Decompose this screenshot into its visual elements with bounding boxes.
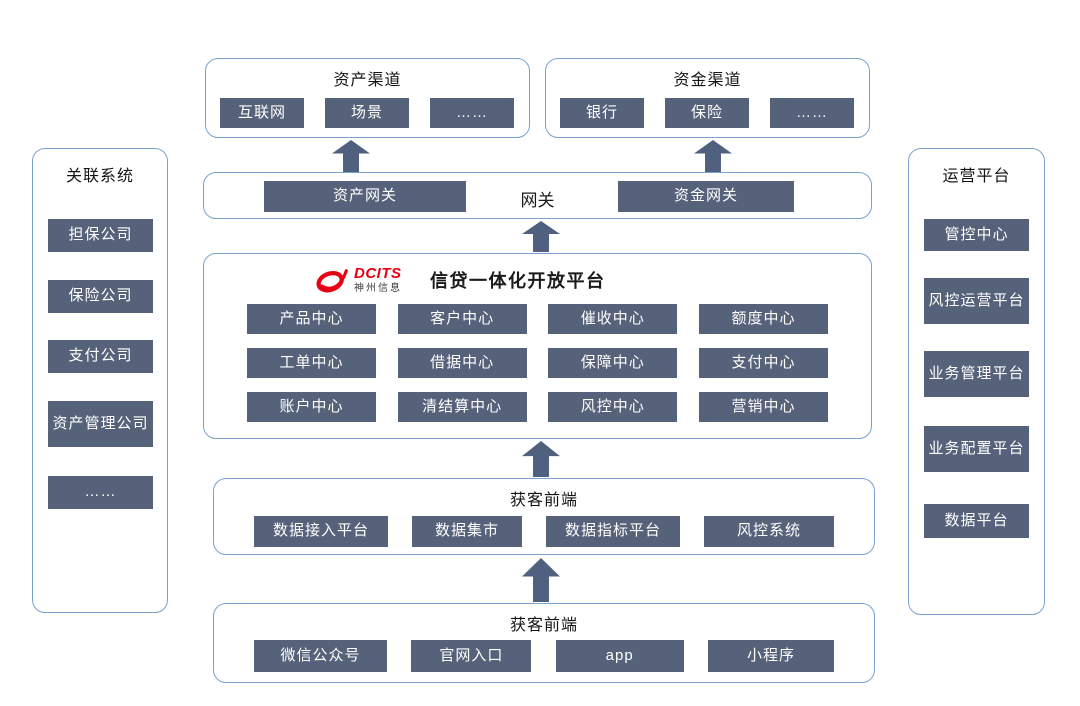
- dcits-logo: DCITS 神州信息: [314, 263, 402, 297]
- node-payment-center: 支付中心: [698, 348, 828, 378]
- node-asset-management-company: 资产管理公司: [48, 401, 153, 447]
- node-bank: 银行: [560, 98, 644, 128]
- node-business-management-platform: 业务管理平台: [924, 351, 1029, 397]
- node-capital-gateway: 资金网关: [618, 181, 794, 212]
- node-workorder-center: 工单中心: [247, 348, 376, 378]
- arrow-to-platform-icon: [522, 441, 560, 477]
- node-product-center: 产品中心: [247, 304, 376, 334]
- node-risk-operation-platform: 风控运营平台: [924, 278, 1029, 324]
- dcits-brand: DCITS: [354, 265, 402, 283]
- platform-centers-grid: 产品中心 客户中心 催收中心 额度中心 工单中心 借据中心 保障中心 支付中心 …: [247, 304, 828, 422]
- node-account-center: 账户中心: [247, 392, 376, 422]
- panel-asset-channel: 资产渠道 互联网 场景 ……: [205, 58, 530, 138]
- data-frontend-title: 获客前端: [509, 492, 578, 509]
- panel-credit-platform: DCITS 神州信息 信贷一体化开放平台 产品中心 客户中心 催收中心 额度中心…: [203, 253, 872, 439]
- node-ellipsis-left: ……: [48, 476, 153, 509]
- arrow-to-capital-channel-icon: [694, 140, 732, 172]
- node-scene: 场景: [325, 98, 409, 128]
- node-website-entry: 官网入口: [411, 640, 532, 672]
- node-ellipsis-asset: ……: [430, 98, 514, 128]
- arrow-to-asset-channel-icon: [332, 140, 370, 172]
- platform-header: DCITS 神州信息 信贷一体化开放平台: [314, 263, 606, 297]
- panel-operation-platform: 运营平台 管控中心 风控运营平台 业务管理平台 业务配置平台 数据平台: [908, 148, 1045, 615]
- acquisition-frontend-row: 微信公众号 官网入口 app 小程序: [214, 640, 874, 672]
- platform-title: 信贷一体化开放平台: [430, 271, 606, 291]
- node-data-access-platform: 数据接入平台: [254, 516, 388, 547]
- panel-gateway: 资产网关 网关 资金网关: [203, 172, 872, 219]
- operation-platform-title: 运营平台: [942, 168, 1011, 185]
- node-wechat-official-account: 微信公众号: [254, 640, 387, 672]
- node-customer-center: 客户中心: [397, 304, 527, 334]
- node-quota-center: 额度中心: [698, 304, 828, 334]
- node-internet: 互联网: [220, 98, 304, 128]
- node-data-mart: 数据集市: [412, 516, 522, 547]
- node-insurance: 保险: [665, 98, 749, 128]
- arrow-to-gateway-icon: [522, 221, 560, 252]
- node-marketing-center: 营销中心: [698, 392, 828, 422]
- dcits-logo-text: DCITS 神州信息: [354, 266, 402, 294]
- node-risk-system: 风控系统: [704, 516, 834, 547]
- node-guarantee-company: 担保公司: [48, 219, 153, 252]
- node-data-indicator-platform: 数据指标平台: [546, 516, 680, 547]
- gateway-title: 网关: [520, 191, 555, 210]
- node-ellipsis-capital: ……: [770, 98, 854, 128]
- arrow-to-data-frontend-icon: [522, 558, 560, 602]
- dcits-subtitle: 神州信息: [354, 282, 402, 294]
- acquisition-frontend-title: 获客前端: [509, 617, 578, 634]
- capital-channel-title: 资金渠道: [673, 72, 742, 89]
- asset-channel-title: 资产渠道: [333, 72, 402, 89]
- panel-data-frontend: 获客前端 数据接入平台 数据集市 数据指标平台 风控系统: [213, 478, 875, 555]
- dcits-swirl-icon: [316, 269, 348, 293]
- node-insurance-company: 保险公司: [48, 280, 153, 313]
- node-payment-company: 支付公司: [48, 340, 153, 373]
- node-risk-center: 风控中心: [548, 392, 678, 422]
- node-control-center: 管控中心: [924, 219, 1029, 251]
- node-collection-center: 催收中心: [548, 304, 678, 334]
- node-iou-center: 借据中心: [397, 348, 527, 378]
- node-clearing-center: 清结算中心: [397, 392, 527, 422]
- node-asset-gateway: 资产网关: [264, 181, 466, 212]
- node-guarantee-center: 保障中心: [548, 348, 678, 378]
- node-data-platform: 数据平台: [924, 504, 1029, 538]
- node-mini-program: 小程序: [707, 640, 834, 672]
- node-app: app: [555, 640, 684, 672]
- panel-related-systems: 关联系统 担保公司 保险公司 支付公司 资产管理公司 ……: [32, 148, 168, 613]
- node-business-config-platform: 业务配置平台: [924, 426, 1029, 472]
- panel-capital-channel: 资金渠道 银行 保险 ……: [545, 58, 870, 138]
- data-frontend-row: 数据接入平台 数据集市 数据指标平台 风控系统: [214, 516, 874, 547]
- panel-acquisition-frontend: 获客前端 微信公众号 官网入口 app 小程序: [213, 603, 875, 683]
- related-systems-title: 关联系统: [65, 168, 134, 185]
